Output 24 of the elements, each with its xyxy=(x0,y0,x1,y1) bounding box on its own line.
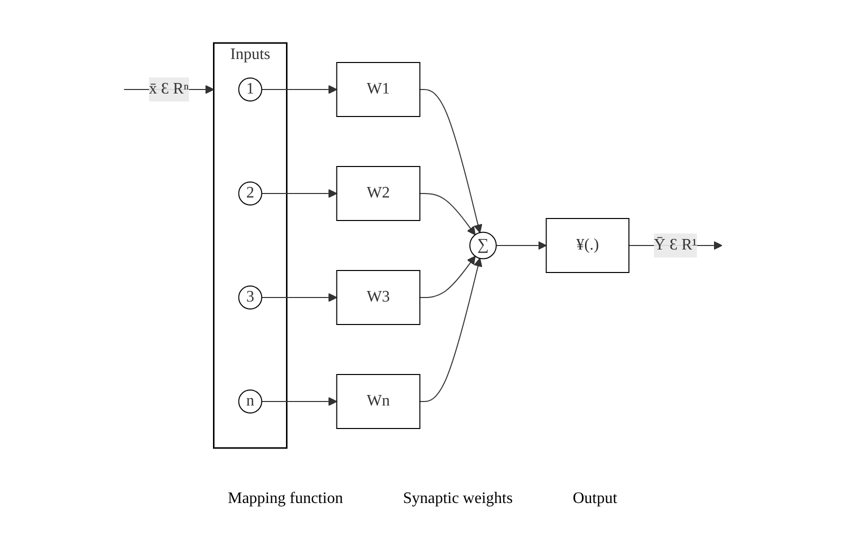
node-circle: 1 xyxy=(238,77,262,101)
edge-label: x̄ Ɛ Rⁿ xyxy=(148,80,188,97)
node-box: Wn xyxy=(336,374,420,428)
caption-label: Synaptic weights xyxy=(402,490,513,508)
node-circle: 2 xyxy=(238,181,262,205)
arrow xyxy=(418,192,476,235)
arrow xyxy=(418,255,476,298)
node-circle: 3 xyxy=(238,285,262,309)
arrow xyxy=(260,84,337,94)
arrow xyxy=(260,396,337,406)
node-box: W2 xyxy=(336,166,420,220)
arrow xyxy=(260,188,337,198)
node-circle: ∑ xyxy=(468,231,496,259)
caption-label: Output xyxy=(572,490,618,508)
arrow xyxy=(418,88,482,233)
edge-label: Ȳ Ɛ R¹ xyxy=(653,236,696,253)
node-box: ¥(.) xyxy=(545,218,629,272)
arrow xyxy=(495,240,546,250)
node-box: W3 xyxy=(336,270,420,324)
node-circle: n xyxy=(238,389,262,413)
arrow xyxy=(418,257,482,402)
node-box: W1 xyxy=(336,62,420,116)
caption-label: Mapping function xyxy=(228,490,343,508)
arrow xyxy=(260,292,337,302)
